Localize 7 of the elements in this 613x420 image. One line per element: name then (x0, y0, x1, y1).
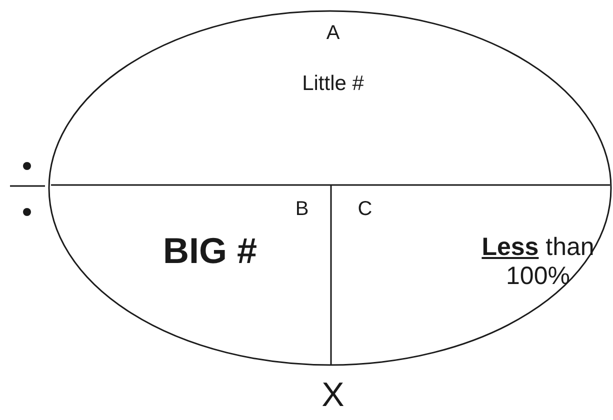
section-text: Less than 100% (480, 233, 596, 290)
section-letter: B (295, 198, 309, 221)
section-text: BIG # (162, 230, 258, 272)
axis-letter: X (322, 376, 344, 416)
section-letter: A (326, 22, 340, 45)
section-text: Little # (302, 72, 364, 96)
section-letter: C (358, 198, 372, 221)
